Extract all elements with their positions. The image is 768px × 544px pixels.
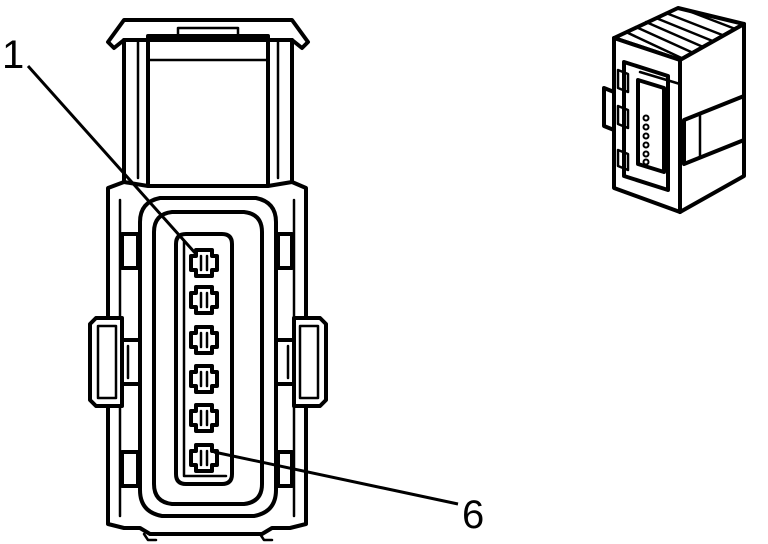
cooling-ribs <box>624 8 740 64</box>
terminal-5 <box>189 403 219 433</box>
right-lock-clip <box>274 316 328 408</box>
left-lock-clip <box>88 316 142 408</box>
callout-1-label: 1 <box>2 33 24 77</box>
guide-tabs <box>120 232 294 488</box>
terminal-2 <box>189 285 219 315</box>
leader-line-1 <box>26 65 198 255</box>
terminal-group <box>189 248 219 473</box>
connector-housing <box>106 180 308 542</box>
callout-6-label: 6 <box>462 493 484 537</box>
callout-1: 1 <box>2 33 198 255</box>
connector-face-view <box>88 18 328 542</box>
locking-latch <box>106 18 310 188</box>
thumbnail-pins <box>642 114 650 166</box>
connector-iso-thumbnail <box>602 6 746 214</box>
terminal-4 <box>189 364 219 394</box>
callout-6: 6 <box>213 450 484 537</box>
leader-line-6 <box>213 450 459 506</box>
terminal-3 <box>189 325 219 355</box>
terminal-6 <box>189 443 219 473</box>
terminal-1 <box>189 248 219 278</box>
